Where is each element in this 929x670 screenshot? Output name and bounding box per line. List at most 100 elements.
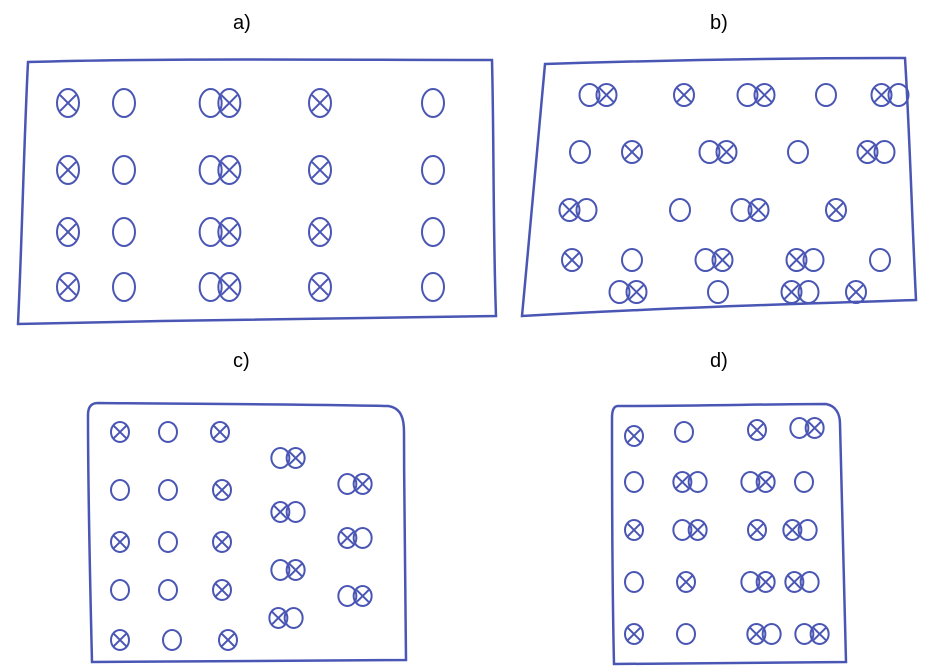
panel-c-r0-c2-crossed-circle [210, 421, 230, 443]
panel-b-r0-c3-circle [815, 83, 837, 107]
panel-c-r3-c4-pair-right-crossed-circle [352, 585, 373, 607]
panel-d [610, 402, 848, 666]
panel-b-r3-c3-pair-right-circle [802, 248, 825, 272]
panel-d-r1-c2-pair-right-crossed-circle [755, 471, 776, 493]
panel-d-r1-c1-pair-left-crossed-circle [672, 471, 693, 493]
panel-d-r1-c0-circle [624, 471, 644, 493]
panel-b-r2-c2-pair-left-circle [730, 198, 753, 222]
panel-d-r4-c2-pair-right-circle [761, 623, 782, 645]
panel-b-r4-c0-pair-right-crossed-circle [625, 280, 648, 304]
panel-c-frame [86, 401, 408, 664]
panel-d-r2-c1-pair-left-circle [672, 519, 693, 541]
panel-c-r2-c3-pair-left-crossed-circle [270, 501, 291, 523]
panel-d-r3-c3-pair-right-circle [799, 571, 820, 593]
panel-label-c: c) [233, 350, 250, 372]
panel-a-r3-c1-circle [112, 272, 136, 302]
panel-c-r2-c2-crossed-circle [212, 531, 232, 553]
panel-c-r2-c1-circle [158, 531, 178, 553]
panel-d-frame [610, 402, 848, 666]
panel-c-r1-c3-pair-left-circle [270, 447, 291, 469]
panel-d-r0-c3-pair-left-circle [789, 417, 810, 439]
panel-d-r0-c1-circle [674, 421, 694, 443]
panel-b-r3-c3-pair-left-crossed-circle [785, 248, 808, 272]
panel-d-r0-c0-crossed-circle [624, 425, 644, 447]
panel-c-r2-c3-pair-right-circle [285, 501, 306, 523]
panel-a-r1-c2-pair-left-circle [198, 155, 223, 185]
panel-d-r1-c3-circle [794, 471, 814, 493]
panel-d-r4-c1-circle [676, 623, 696, 645]
panel-b-r4-c2-pair-left-crossed-circle [780, 280, 803, 304]
panel-c-r1-c2-crossed-circle [212, 479, 232, 501]
panel-b-r3-c2-pair-left-circle [694, 248, 717, 272]
panel-d-r3-c1-crossed-circle [676, 571, 696, 593]
panel-a-r1-c3-crossed-circle [308, 155, 332, 185]
panel-d-r2-c0-crossed-circle [624, 519, 644, 541]
panel-c [86, 401, 408, 664]
panel-b-r1-c4-pair-left-crossed-circle [856, 140, 879, 164]
panel-a-r2-c3-crossed-circle [308, 217, 332, 247]
panel-c-r4-c2-crossed-circle [218, 629, 238, 651]
panel-d-r0-c3-pair-right-crossed-circle [804, 417, 825, 439]
panel-d-r3-c3-pair-left-crossed-circle [784, 571, 805, 593]
panel-d-r1-c2-pair-left-circle [740, 471, 761, 493]
panel-a-r3-c2-pair-left-circle [198, 272, 223, 302]
panel-b-r4-c2-pair-right-circle [797, 280, 820, 304]
panel-d-r3-c2-pair-right-crossed-circle [755, 571, 776, 593]
panel-a-r2-c0-crossed-circle [56, 217, 80, 247]
panel-c-r1-c0-circle [110, 479, 130, 501]
panel-b-r0-c0-pair-left-circle [578, 83, 601, 107]
panel-b-r1-c0-circle [569, 140, 591, 164]
panel-b-r2-c2-pair-right-crossed-circle [747, 198, 770, 222]
panel-c-r3-c0-circle [110, 579, 130, 601]
panel-b-r3-c4-circle [869, 248, 891, 272]
panel-c-r4-c3-pair-left-crossed-circle [268, 607, 289, 629]
panel-b-r1-c2-pair-left-circle [698, 140, 721, 164]
panel-c-r1-c3-pair-right-crossed-circle [285, 447, 306, 469]
panel-a-r3-c4-circle [421, 272, 445, 302]
panel-b-r0-c0-pair-right-crossed-circle [595, 83, 618, 107]
panel-a-r0-c4-circle [421, 88, 445, 118]
panel-d-r0-c2-crossed-circle [747, 419, 767, 441]
panel-b-r2-c1-circle [669, 198, 691, 222]
panel-d-r2-c2-crossed-circle [747, 519, 767, 541]
panel-a-r2-c2-pair-left-circle [198, 217, 223, 247]
panel-d-r2-c1-pair-right-crossed-circle [687, 519, 708, 541]
panel-d-r4-c0-crossed-circle [624, 623, 644, 645]
panel-label-a: a) [233, 12, 251, 34]
panel-d-r1-c1-pair-right-circle [687, 471, 708, 493]
panel-b-r1-c1-crossed-circle [621, 140, 643, 164]
panel-a-r2-c4-circle [421, 217, 445, 247]
panel-a-r0-c3-crossed-circle [308, 88, 332, 118]
panel-c-r2-c4-pair-right-circle [352, 527, 373, 549]
panel-c-r3-c4-pair-left-circle [337, 585, 358, 607]
panel-d-r2-c3-pair-right-circle [797, 519, 818, 541]
panel-c-r2-c4-pair-left-crossed-circle [337, 527, 358, 549]
panel-a-r3-c3-crossed-circle [308, 272, 332, 302]
panel-c-r4-c0-crossed-circle [110, 629, 130, 651]
panel-a-r1-c0-crossed-circle [56, 155, 80, 185]
panel-a-r0-c2-pair-right-crossed-circle [217, 88, 242, 118]
panel-b-r3-c2-pair-right-crossed-circle [711, 248, 734, 272]
panel-b-r2-c0-pair-right-circle [575, 198, 598, 222]
panel-b-r3-c1-circle [621, 248, 643, 272]
panel-b-r1-c4-pair-right-circle [873, 140, 896, 164]
panel-b-r0-c4-pair-left-crossed-circle [870, 83, 893, 107]
panel-a-r1-c4-circle [421, 155, 445, 185]
panel-c-r3-c3-pair-right-crossed-circle [285, 559, 306, 581]
panel-a-r0-c2-pair-left-circle [198, 88, 223, 118]
panel-a-frame [16, 58, 498, 326]
panel-c-r0-c1-circle [158, 421, 178, 443]
panel-b-r3-c0-crossed-circle [561, 248, 583, 272]
panel-a-r3-c0-crossed-circle [56, 272, 80, 302]
panel-c-r3-c2-crossed-circle [212, 579, 232, 601]
panel-c-r4-c1-circle [162, 629, 182, 651]
panel-c-r3-c1-circle [158, 579, 178, 601]
panel-c-r3-c3-pair-left-circle [270, 559, 291, 581]
panel-b-frame [520, 56, 918, 318]
panel-d-r4-c3-pair-left-circle [794, 623, 815, 645]
panel-d-r2-c3-pair-left-crossed-circle [782, 519, 803, 541]
panel-b-r1-c2-pair-right-crossed-circle [715, 140, 738, 164]
panel-c-r4-c3-pair-right-circle [283, 607, 304, 629]
panel-b-r0-c1-crossed-circle [673, 83, 695, 107]
